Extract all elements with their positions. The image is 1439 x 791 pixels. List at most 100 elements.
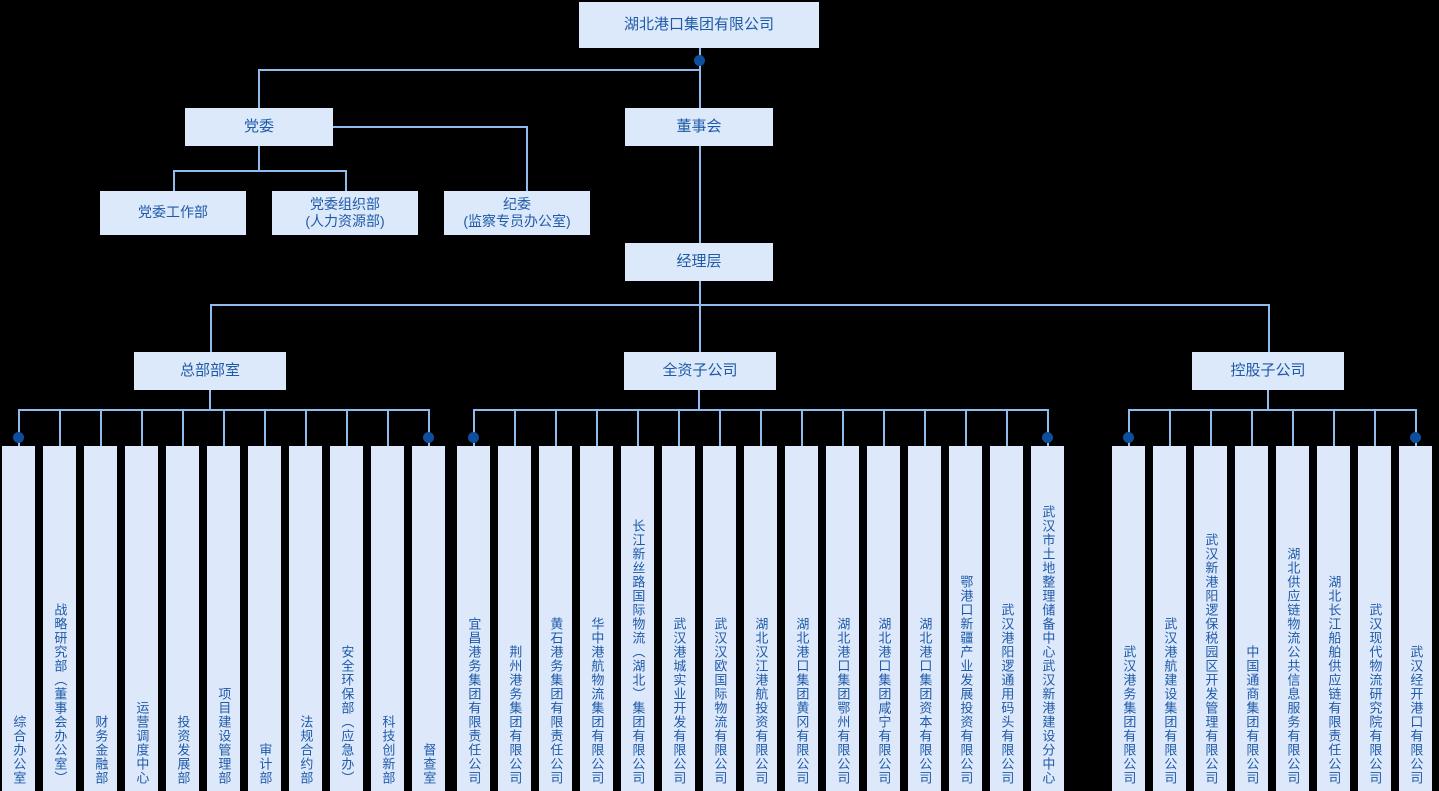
leaf-wholly-owned-subsidiary[interactable]: 湖北港口集团资本有限公司: [908, 446, 941, 791]
leaf-hq-department[interactable]: 督查室: [412, 446, 445, 791]
connector-group-stub: [209, 390, 211, 409]
leaf-wholly-owned-subsidiary[interactable]: 湖北汉江港航投资有限公司: [744, 446, 777, 791]
node-party-organization-department[interactable]: 党委组织部 (人力资源部): [272, 191, 418, 235]
connector-group-stub: [1267, 390, 1269, 409]
connector-leaf-drop: [1209, 409, 1212, 446]
leaf-holding-subsidiary-label: 武汉新港阳逻保税园区开发管理有限公司: [1203, 533, 1219, 785]
leaf-holding-subsidiary[interactable]: 武汉经开港口有限公司: [1399, 446, 1432, 791]
connector-leaf-drop: [140, 409, 143, 446]
node-party-work-department[interactable]: 党委工作部: [100, 191, 246, 235]
node-party-work-department-label: 党委工作部: [138, 204, 208, 221]
connector-leaf-drop: [1250, 409, 1253, 446]
leaf-hq-department[interactable]: 财务金融部: [84, 446, 117, 791]
leaf-wholly-owned-subsidiary[interactable]: 黄石港务集团有限责任公司: [539, 446, 572, 791]
leaf-hq-department[interactable]: 科技创新部: [371, 446, 404, 791]
leaf-hq-department-label: 运营调度中心: [134, 701, 150, 785]
node-root[interactable]: 湖北港口集团有限公司: [579, 2, 819, 48]
leaf-hq-department[interactable]: 运营调度中心: [125, 446, 158, 791]
connector-to-hq-group: [210, 304, 212, 352]
leaf-wholly-owned-subsidiary[interactable]: 长江新丝路国际物流（湖北）集团有限公司: [621, 446, 654, 791]
leaf-hq-department[interactable]: 投资发展部: [166, 446, 199, 791]
leaf-wholly-owned-subsidiary[interactable]: 武汉港城实业开发有限公司: [662, 446, 695, 791]
leaf-holding-subsidiary[interactable]: 武汉现代物流研究院有限公司: [1358, 446, 1391, 791]
leaf-hq-department[interactable]: 审计部: [248, 446, 281, 791]
leaf-wholly-owned-subsidiary[interactable]: 宜昌港务集团有限责任公司: [457, 446, 490, 791]
connector-leaf-drop: [718, 409, 721, 446]
leaf-wholly-owned-subsidiary-label: 湖北港口集团鄂州有限公司: [835, 617, 851, 785]
leaf-holding-subsidiary[interactable]: 武汉新港阳逻保税园区开发管理有限公司: [1194, 446, 1227, 791]
leaf-wholly-owned-subsidiary[interactable]: 华中港航物流集团有限公司: [580, 446, 613, 791]
node-group-wholly-owned-label: 全资子公司: [662, 361, 738, 379]
connector-dot-leaf-end: [468, 432, 479, 443]
leaf-holding-subsidiary[interactable]: 中国通商集团有限公司: [1235, 446, 1268, 791]
connector-leaf-drop: [882, 409, 885, 446]
leaf-holding-subsidiary[interactable]: 湖北长江船舶供应链有限责任公司: [1317, 446, 1350, 791]
connector-leaf-drop: [1127, 409, 1130, 446]
leaf-hq-department-label: 法规合约部: [298, 715, 314, 785]
node-group-hq[interactable]: 总部部室: [134, 352, 286, 390]
leaf-wholly-owned-subsidiary-label: 湖北港口集团资本有限公司: [917, 617, 933, 785]
connector-dot-leaf-end: [13, 432, 24, 443]
leaf-hq-department[interactable]: 综合办公室: [2, 446, 35, 791]
connector-leaf-drop: [1046, 409, 1049, 446]
leaf-holding-subsidiary[interactable]: 武汉港航建设集团有限公司: [1153, 446, 1186, 791]
leaf-wholly-owned-subsidiary[interactable]: 湖北港口集团黄冈有限公司: [785, 446, 818, 791]
connector-to-wholly-group: [699, 304, 701, 352]
leaf-wholly-owned-subsidiary[interactable]: 湖北港口集团鄂州有限公司: [826, 446, 859, 791]
leaf-wholly-owned-subsidiary[interactable]: 鄂港口新疆产业发展投资有限公司: [949, 446, 982, 791]
connector-board-to-management: [699, 146, 701, 245]
leaf-wholly-owned-subsidiary[interactable]: 武汉港阳逻通用码头有限公司: [990, 446, 1023, 791]
leaf-hq-department-label: 科技创新部: [380, 715, 396, 785]
leaf-hq-department[interactable]: 战略研究部（董事会办公室）: [43, 446, 76, 791]
leaf-wholly-owned-subsidiary-label: 黄石港务集团有限责任公司: [548, 617, 564, 785]
leaf-hq-department-label: 督查室: [421, 743, 437, 785]
leaf-wholly-owned-subsidiary-label: 武汉市土地整理储备中心武汉新港建设分中心: [1040, 505, 1056, 785]
leaf-holding-subsidiary-label: 武汉港务集团有限公司: [1121, 645, 1137, 785]
node-board-of-directors[interactable]: 董事会: [625, 108, 773, 146]
connector-leaf-drop: [595, 409, 598, 446]
leaf-holding-subsidiary-label: 湖北供应链物流公共信息服务有限公司: [1285, 547, 1301, 785]
leaf-holding-subsidiary-label: 武汉经开港口有限公司: [1408, 645, 1424, 785]
connector-party-child-2: [345, 170, 347, 192]
node-group-hq-label: 总部部室: [179, 361, 240, 379]
leaf-hq-department-label: 综合办公室: [11, 715, 27, 785]
connector-leaf-drop: [1332, 409, 1335, 446]
leaf-wholly-owned-subsidiary[interactable]: 武汉市土地整理储备中心武汉新港建设分中心: [1031, 446, 1064, 791]
connector-leaf-drop: [1414, 409, 1417, 446]
node-party-committee-label: 党委: [243, 117, 274, 135]
leaf-holding-subsidiary[interactable]: 湖北供应链物流公共信息服务有限公司: [1276, 446, 1309, 791]
connector-discipline-down: [526, 126, 528, 192]
connector-leaf-drop: [513, 409, 516, 446]
connector-leaf-drop: [677, 409, 680, 446]
connector-leaf-drop: [58, 409, 61, 446]
leaf-hq-department-label: 审计部: [257, 743, 273, 785]
connector-leaf-drop: [345, 409, 348, 446]
leaf-hq-department-label: 安全环保部（应急办）: [339, 645, 355, 785]
node-group-wholly-owned[interactable]: 全资子公司: [624, 352, 776, 390]
leaf-hq-department[interactable]: 安全环保部（应急办）: [330, 446, 363, 791]
node-party-committee[interactable]: 党委: [185, 108, 333, 146]
leaf-wholly-owned-subsidiary-label: 湖北港口集团咸宁有限公司: [876, 617, 892, 785]
node-group-holding[interactable]: 控股子公司: [1192, 352, 1344, 390]
leaf-wholly-owned-subsidiary[interactable]: 湖北港口集团咸宁有限公司: [867, 446, 900, 791]
leaf-hq-department[interactable]: 项目建设管理部: [207, 446, 240, 791]
connector-party-bus: [173, 170, 347, 172]
node-management-layer[interactable]: 经理层: [625, 243, 773, 281]
connector-leaf-drop: [800, 409, 803, 446]
connector-leaf-drop: [759, 409, 762, 446]
connector-group-stub: [698, 390, 700, 409]
connector-leaf-drop: [1005, 409, 1008, 446]
connector-leaf-drop: [304, 409, 307, 446]
leaf-wholly-owned-subsidiary[interactable]: 荆州港务集团有限公司: [498, 446, 531, 791]
leaf-hq-department[interactable]: 法规合约部: [289, 446, 322, 791]
leaf-wholly-owned-subsidiary-label: 湖北汉江港航投资有限公司: [753, 617, 769, 785]
leaf-wholly-owned-subsidiary[interactable]: 武汉汉欧国际物流有限公司: [703, 446, 736, 791]
connector-dot-leaf-end: [1410, 432, 1421, 443]
leaf-holding-subsidiary[interactable]: 武汉港务集团有限公司: [1112, 446, 1145, 791]
node-discipline-committee[interactable]: 纪委 (监察专员办公室): [444, 191, 590, 235]
connector-root-bus: [258, 69, 701, 71]
leaf-holding-subsidiary-label: 武汉现代物流研究院有限公司: [1367, 603, 1383, 785]
connector-groups-bus: [210, 304, 1269, 306]
connector-leaf-drop: [386, 409, 389, 446]
